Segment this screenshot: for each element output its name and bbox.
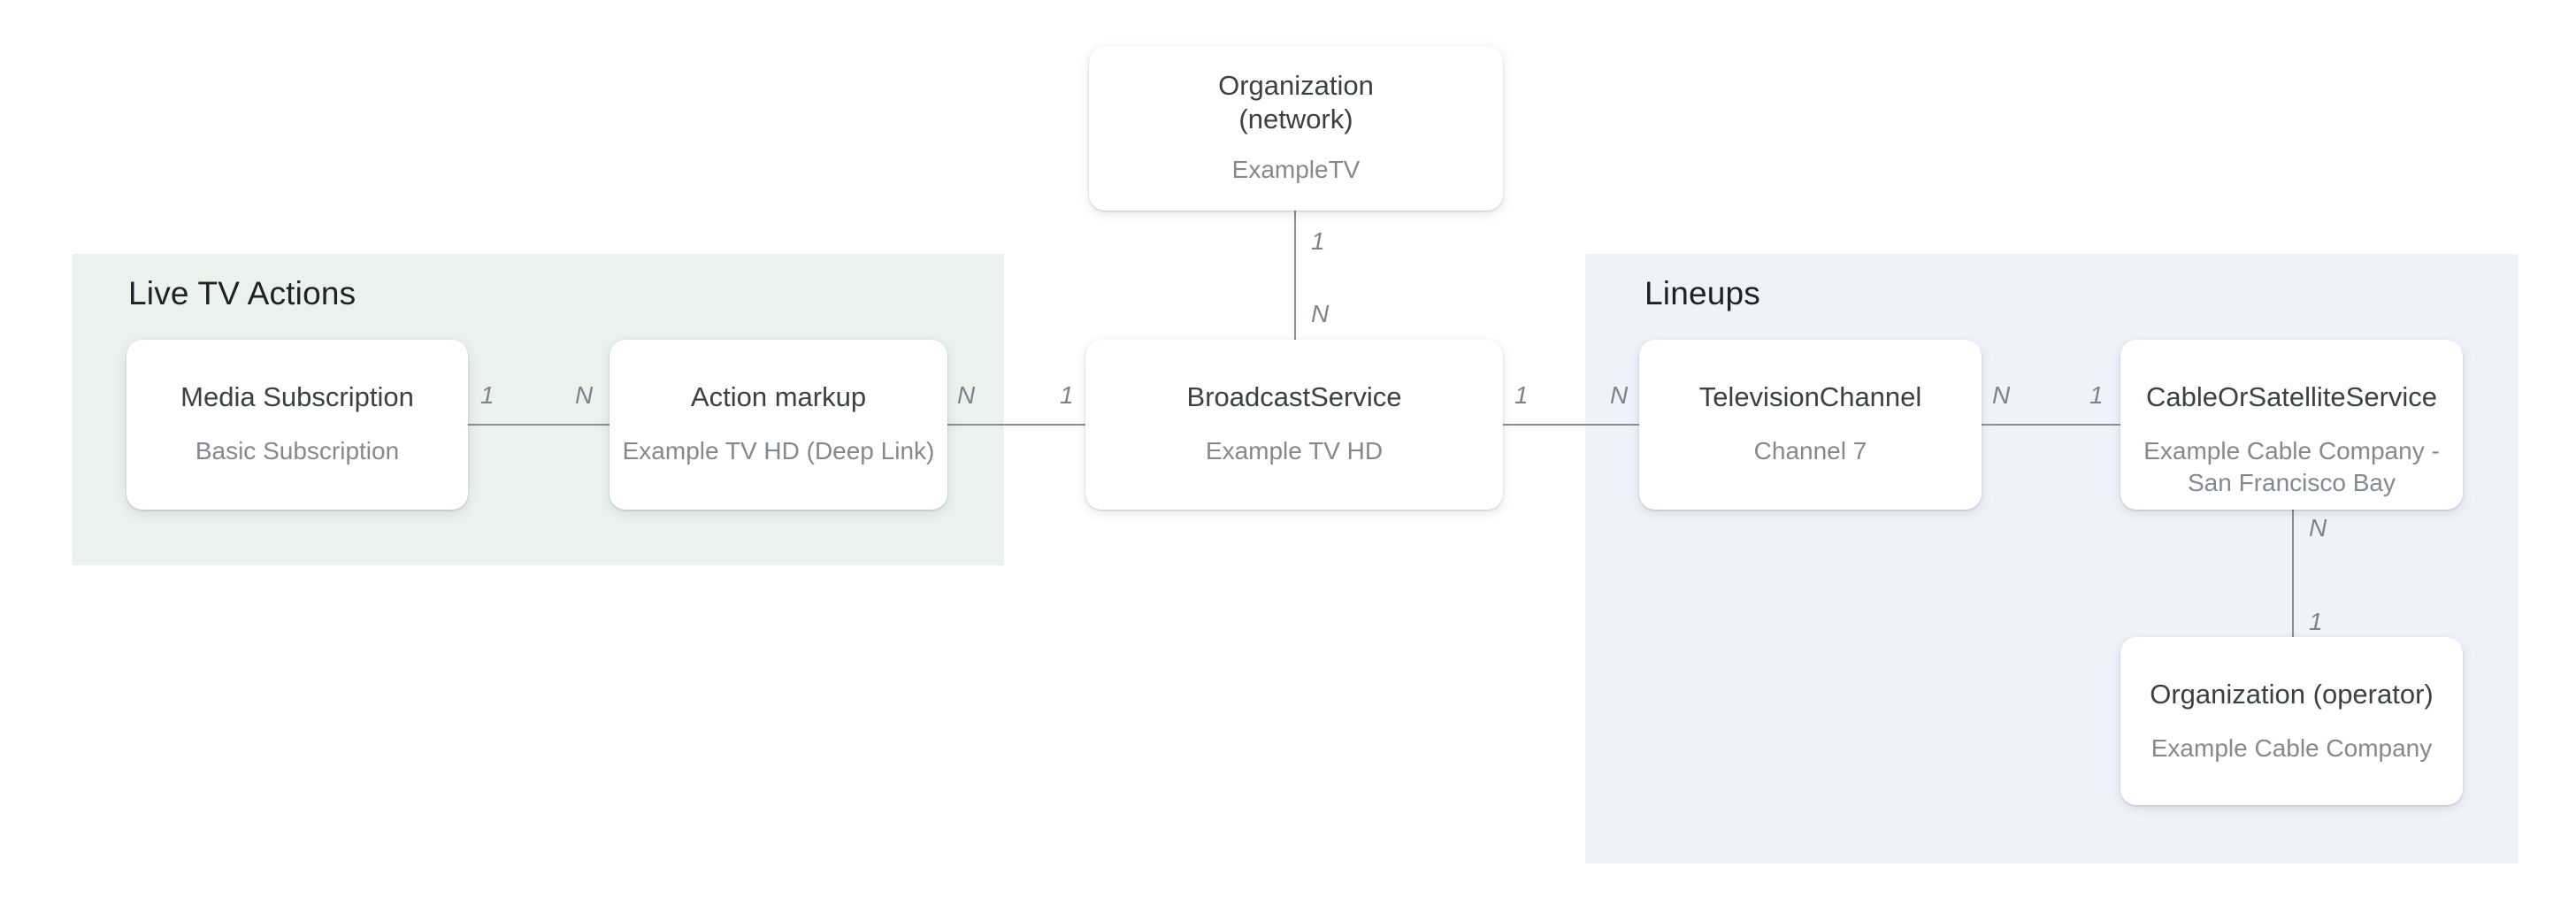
node-broadcast-service: BroadcastService Example TV HD <box>1085 340 1503 510</box>
node-media-subscription: Media Subscription Basic Subscription <box>126 340 468 510</box>
node-subtitle: Channel 7 <box>1753 437 1867 465</box>
node-subtitle: Example TV HD (Deep Link) <box>622 437 935 465</box>
node-title: Action markup <box>690 381 867 412</box>
node-organization-operator: Organization (operator) Example Cable Co… <box>2120 637 2463 805</box>
node-organization-network: Organization (network) ExampleTV <box>1089 46 1503 211</box>
node-title: Media Subscription <box>180 381 414 412</box>
node-title: Organization (network) <box>1218 70 1374 134</box>
edge-network-to-broadcast-line <box>1294 211 1296 340</box>
edge-cardinality-label: 1 <box>1060 381 1074 409</box>
node-television-channel: TelevisionChannel Channel 7 <box>1639 340 1982 510</box>
node-subtitle: Basic Subscription <box>195 437 400 465</box>
edge-media-to-action-line <box>468 424 610 426</box>
edge-cardinality-label: 1 <box>2089 381 2104 409</box>
edge-cardinality-label: N <box>1610 381 1629 409</box>
edge-cardinality-label: 1 <box>1514 381 1529 409</box>
edge-cardinality-label: 1 <box>2309 608 2323 635</box>
node-action-markup: Action markup Example TV HD (Deep Link) <box>610 340 947 510</box>
node-subtitle: ExampleTV <box>1231 156 1361 183</box>
edge-cardinality-label: N <box>2309 514 2327 541</box>
group-title-live-tv-actions: Live TV Actions <box>128 275 356 311</box>
edge-cardinality-label: N <box>575 381 594 409</box>
edge-cable-to-operator-line <box>2292 510 2294 637</box>
node-subtitle: Example Cable Company - San Francisco Ba… <box>2143 437 2440 496</box>
edge-cardinality-label: N <box>1992 381 2011 409</box>
node-cable-or-satellite-service: CableOrSatelliteService Example Cable Co… <box>2120 340 2463 510</box>
edge-broadcast-to-channel-line <box>1503 424 1639 426</box>
edge-cardinality-label: N <box>1311 300 1330 327</box>
edge-action-to-broadcast-line <box>947 424 1085 426</box>
group-title-lineups: Lineups <box>1644 275 1761 311</box>
node-subtitle: Example Cable Company <box>2150 734 2433 762</box>
edge-cardinality-label: 1 <box>480 381 494 409</box>
node-title: Organization (operator) <box>2150 679 2434 710</box>
edge-cardinality-label: 1 <box>1311 227 1325 255</box>
node-title: BroadcastService <box>1186 381 1402 412</box>
node-title: CableOrSatelliteService <box>2145 381 2438 412</box>
node-title: TelevisionChannel <box>1698 381 1922 412</box>
edge-cardinality-label: N <box>957 381 976 409</box>
edge-channel-to-cable-line <box>1982 424 2120 426</box>
node-subtitle: Example TV HD <box>1205 437 1384 465</box>
